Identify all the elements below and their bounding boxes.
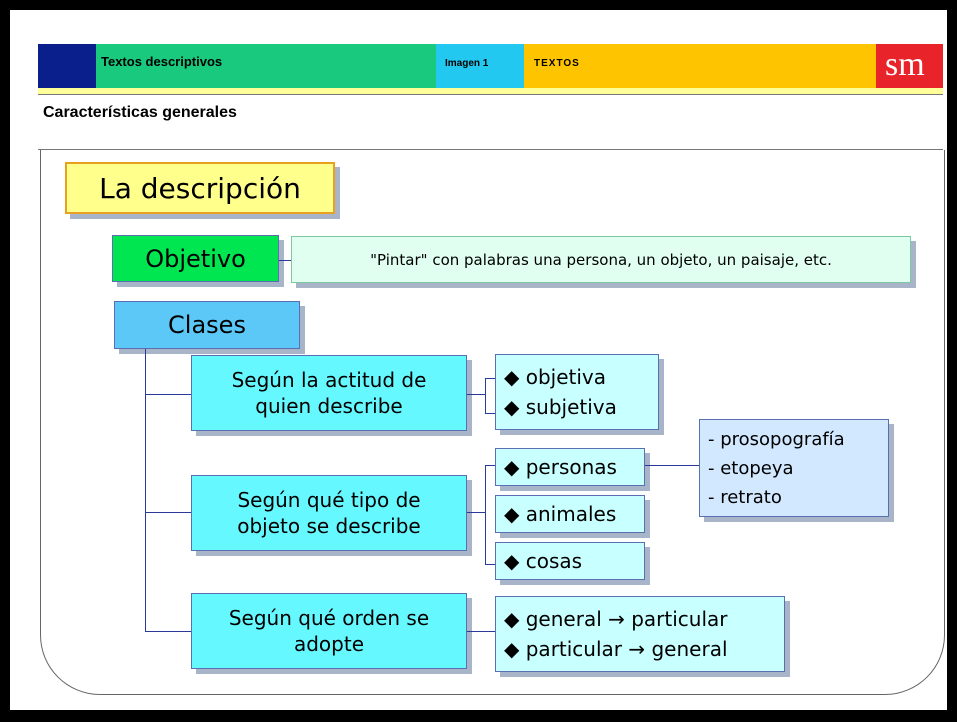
branch-3	[145, 631, 191, 632]
subtype-retrato: - retrato	[708, 486, 782, 508]
main-title-box: La descripción	[65, 162, 335, 214]
criterion-label-line2: adopte	[293, 632, 365, 656]
criterion-label-line1: Según qué tipo de	[237, 488, 421, 512]
criterion-box-attitude: Según la actitud de quien describe	[191, 355, 467, 431]
image-label: Imagen 1	[445, 58, 489, 69]
item-particular-general: ◆ particular → general	[504, 637, 728, 661]
item-animales: ◆ animales	[504, 502, 617, 526]
objective-box: Objetivo	[112, 235, 279, 282]
slide: Textos descriptivos Imagen 1 TEXTOS sm C…	[10, 10, 947, 710]
item-subjetiva: ◆ subjetiva	[504, 395, 617, 419]
logo-text: sm	[885, 46, 925, 83]
connector-1b	[485, 378, 486, 414]
objective-text-box: "Pintar" con palabras una persona, un ob…	[291, 236, 911, 283]
branch-2	[145, 512, 191, 513]
connector-2b	[485, 465, 486, 565]
item-personas: ◆ personas	[504, 455, 617, 479]
classes-label: Clases	[168, 311, 246, 339]
personas-connector	[645, 465, 699, 466]
item-box-animales: ◆ animales	[495, 495, 645, 533]
connector-2d	[485, 564, 495, 565]
logo: sm	[876, 44, 943, 88]
item-box-personas: ◆ personas	[495, 448, 645, 486]
branch-1	[145, 394, 191, 395]
item-general-particular: ◆ general → particular	[504, 607, 728, 631]
connector-3	[467, 631, 495, 632]
item-cosas: ◆ cosas	[504, 549, 583, 573]
connector-1c	[485, 378, 495, 379]
objective-connector	[279, 260, 291, 261]
header-strip	[38, 88, 943, 94]
main-title: La descripción	[99, 171, 301, 205]
subtype-etopeya: - etopeya	[708, 457, 794, 479]
subtypes-box: - prosopografía - etopeya - retrato	[699, 419, 889, 517]
title-divider	[38, 149, 943, 150]
objective-label: Objetivo	[145, 244, 246, 273]
category-label: TEXTOS	[534, 58, 580, 69]
connector-2c	[485, 465, 495, 466]
subtype-prosopografia: - prosopografía	[708, 428, 845, 450]
section-title: Textos descriptivos	[101, 54, 223, 69]
item-box-cosas: ◆ cosas	[495, 542, 645, 580]
attitude-items-box: ◆ objetiva ◆ subjetiva	[495, 354, 659, 430]
criterion-label-line1: Según la actitud de	[231, 368, 427, 392]
content-frame	[40, 150, 945, 695]
header-image-block: Imagen 1	[436, 44, 524, 88]
connector-2a	[467, 512, 485, 513]
connector-1a	[467, 394, 485, 395]
criterion-label-line2: objeto se describe	[237, 514, 421, 538]
title-divider-top	[38, 94, 943, 95]
page-title: Características generales	[43, 104, 237, 121]
criterion-label-line1: Según qué orden se	[228, 606, 430, 630]
criterion-box-object: Según qué tipo de objeto se describe	[191, 475, 467, 551]
criterion-label-line2: quien describe	[255, 394, 403, 418]
header-navy-block	[38, 44, 96, 88]
classes-trunk	[145, 349, 146, 631]
item-objetiva: ◆ objetiva	[504, 365, 607, 389]
connector-1d	[485, 413, 495, 414]
header-category-block: TEXTOS	[524, 44, 879, 88]
order-items-box: ◆ general → particular ◆ particular → ge…	[495, 596, 785, 672]
classes-box: Clases	[114, 301, 300, 349]
header-section-block: Textos descriptivos	[96, 44, 436, 88]
objective-text: "Pintar" con palabras una persona, un ob…	[370, 250, 832, 269]
criterion-box-order: Según qué orden se adopte	[191, 593, 467, 669]
